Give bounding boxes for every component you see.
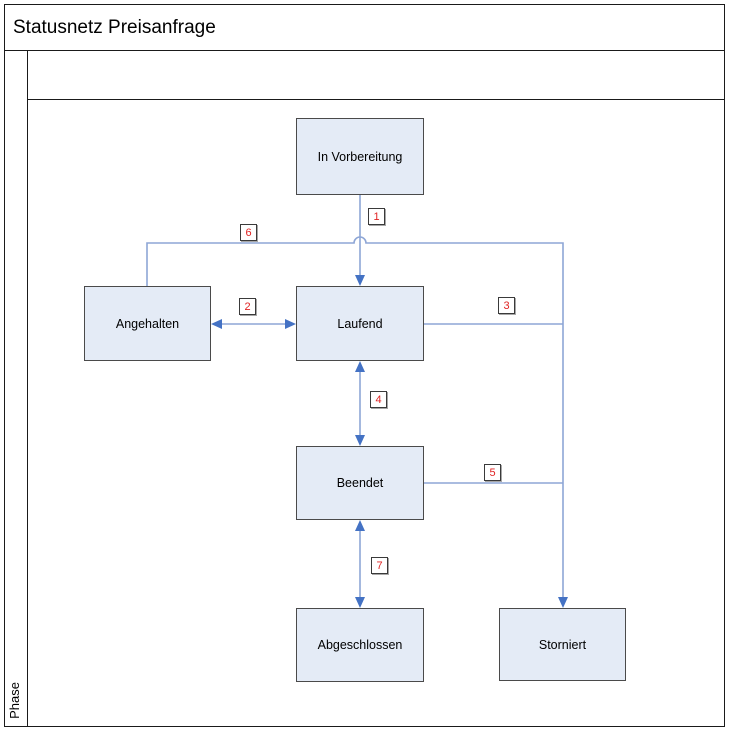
page-title: Statusnetz Preisanfrage — [13, 16, 216, 38]
state-label: In Vorbereitung — [317, 149, 403, 164]
lane-header-divider — [28, 99, 725, 100]
state-box-storniert: Storniert — [499, 608, 626, 681]
transition-number-3: 3 — [498, 297, 515, 314]
state-label: Beendet — [336, 476, 384, 490]
transition-number-5: 5 — [484, 464, 501, 481]
transition-number-7: 7 — [371, 557, 388, 574]
state-box-laufend: Laufend — [296, 286, 424, 361]
arrowhead-2-right — [285, 319, 296, 329]
state-box-angehalten: Angehalten — [84, 286, 211, 361]
arrowhead-2-left — [211, 319, 222, 329]
arrowhead-6-down — [558, 597, 568, 608]
state-label: Angehalten — [115, 316, 180, 331]
state-label: Abgeschlossen — [317, 638, 403, 652]
arrowhead-7-up — [355, 520, 365, 531]
transition-number-2: 2 — [239, 298, 256, 315]
state-box-in-vorbereitung: In Vorbereitung — [296, 118, 424, 195]
state-box-abgeschlossen: Abgeschlossen — [296, 608, 424, 682]
arrowhead-7-down — [355, 597, 365, 608]
state-label: Laufend — [337, 316, 383, 331]
arrowhead-1-down — [355, 275, 365, 286]
arrowhead-4-down — [355, 435, 365, 446]
state-label: Storniert — [538, 637, 587, 652]
diagram-title-bar: Statusnetz Preisanfrage — [4, 4, 725, 51]
transition-number-1: 1 — [368, 208, 385, 225]
transition-number-4: 4 — [370, 391, 387, 408]
arrowhead-4-up — [355, 361, 365, 372]
state-box-beendet: Beendet — [296, 446, 424, 520]
transition-6-line — [146, 236, 564, 598]
transition-number-6: 6 — [240, 224, 257, 241]
swimlane-phase-strip: Phase — [4, 51, 28, 727]
